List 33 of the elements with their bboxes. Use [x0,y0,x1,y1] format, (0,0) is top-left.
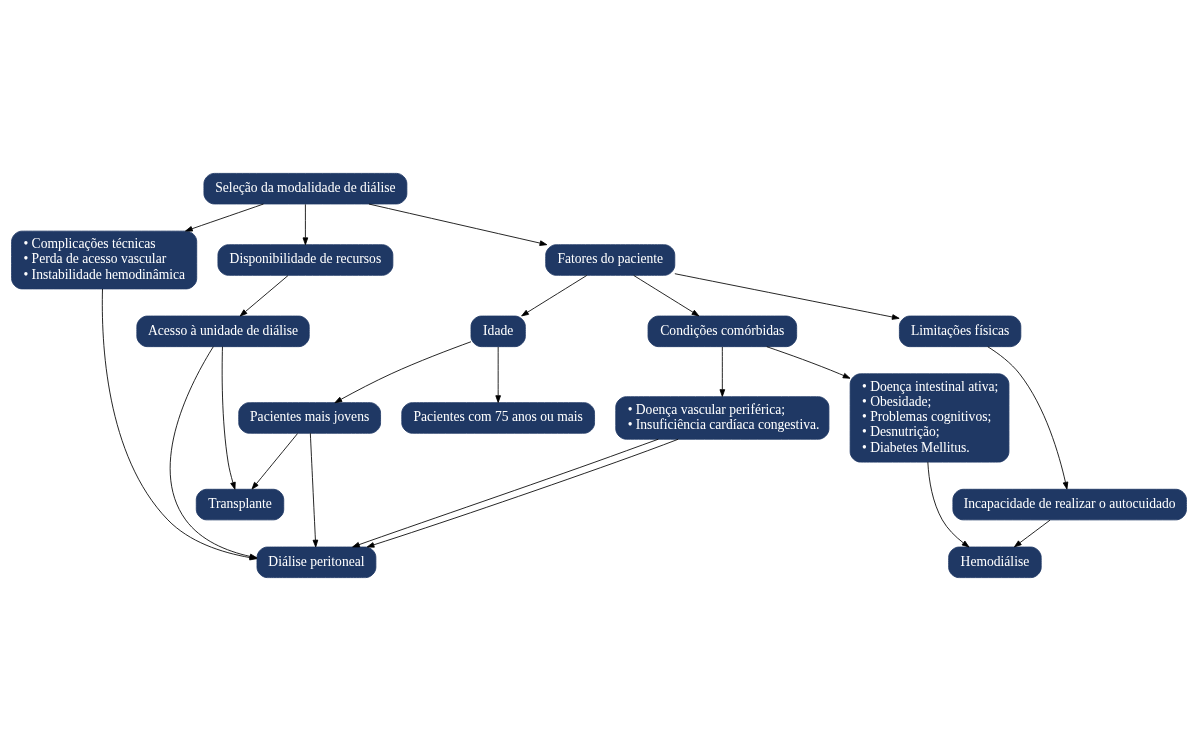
arrow [927,461,970,548]
arrow [495,346,501,403]
arrow [309,432,319,548]
node-box: Hemodiálise [948,546,1042,579]
arrow [987,346,1069,490]
node-box: • Complicações técnicas • Perda de acesso vascular • Instabilidade hemodinâmica [11,230,198,290]
node-box: Pacientes mais jovens [238,402,381,434]
arrow [719,346,726,397]
node-box: Limitações físicas [898,315,1022,348]
arrow [1014,519,1051,548]
arrow [766,346,851,379]
arrow [302,203,309,246]
node-box: • Doença vascular periférica; • Insuficiência cardíaca congestiva. [615,396,830,440]
node-box: Condições comórbidas [647,315,798,348]
arrow [521,275,588,317]
node-box: • Doença intestinal ativa; • Obesidade; • Problemas cognitivos; • Desnutrição; • Diabetes Mellitus. [849,373,1010,463]
node-box: Acesso à unidade de diálise [136,315,310,348]
arrow [674,273,900,320]
arrow [251,433,298,490]
arrow [221,346,236,490]
node-box: Diálise peritoneal [256,546,377,579]
node-box: Fatores do paciente [545,244,676,276]
arrow [334,341,472,404]
node-box: Pacientes com 75 anos ou mais [401,402,595,434]
arrow [239,275,289,317]
node-box: Idade [470,315,526,348]
arrow [368,203,548,246]
node-box: Transplante [195,488,285,521]
arrow [633,275,700,317]
arrow [185,203,264,232]
node-box: Seleção da modalidade de diálise [203,172,408,205]
node-box: Disponibilidade de recursos [217,244,394,276]
node-box: Incapacidade de realizar o autocuidado [952,488,1187,521]
